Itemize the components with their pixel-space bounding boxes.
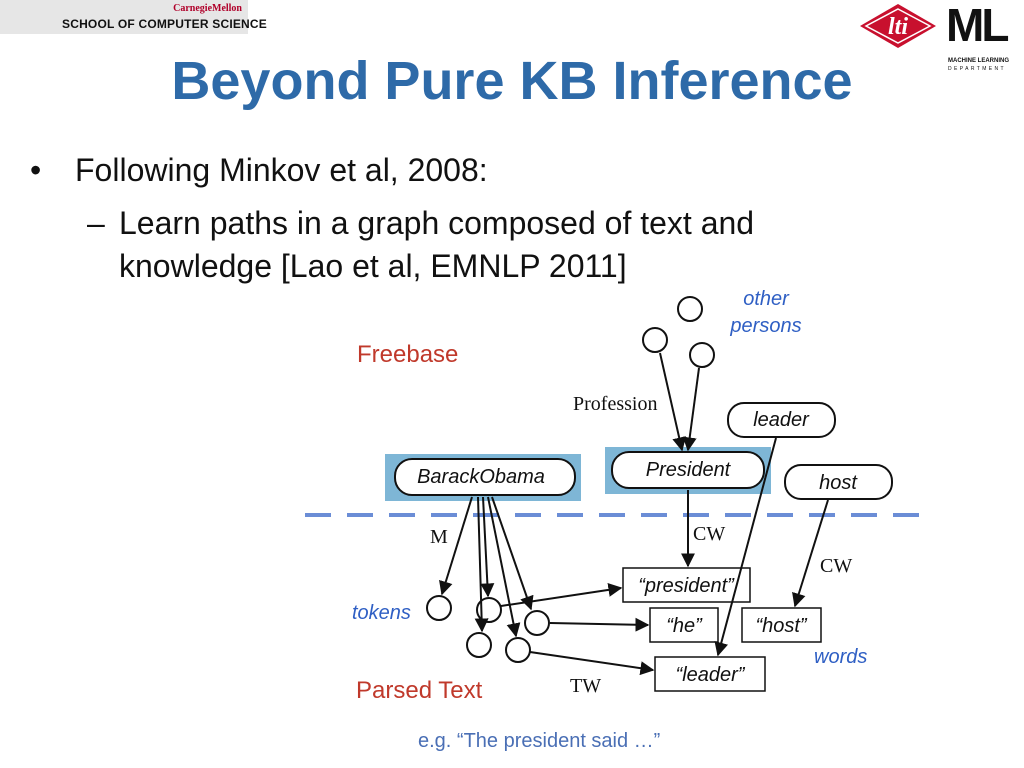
entity-node (677, 296, 703, 322)
token-node (505, 637, 531, 663)
lti-logo: lti (860, 4, 936, 48)
host-word-box (741, 607, 822, 643)
dash-glyph: – (87, 205, 105, 241)
edge-m (439, 496, 473, 596)
profession-label: Profession (573, 393, 657, 415)
edge-tw-leader (529, 651, 655, 676)
he-word-label: “he” (666, 615, 703, 637)
leader-node (727, 402, 836, 438)
host-node (784, 464, 893, 500)
host-word-label: “host” (755, 615, 807, 637)
ml-logo: ML MACHINE LEARNING DEPARTMENT (944, 0, 1020, 74)
president-word-label: “president” (638, 575, 735, 597)
ml-logo-text: ML (946, 0, 1009, 51)
example-sentence: e.g. “The president said …” (418, 730, 660, 752)
entity-node (689, 342, 715, 368)
bullet-1: • Following Minkov et al, 2008: (30, 152, 488, 189)
token-node (476, 597, 502, 623)
token-node (524, 610, 550, 636)
edge-leader (714, 437, 777, 657)
lti-logo-text: lti (888, 14, 908, 40)
tokens-label: tokens (352, 602, 411, 624)
other-persons-label-2: persons (729, 315, 801, 337)
token-node (466, 632, 492, 658)
edge-tw-president (500, 582, 623, 607)
edge-tw-he (549, 617, 650, 632)
sub-bullet-1: – Learn paths in a graph composed of tex… (87, 202, 827, 288)
he-word-box (649, 607, 719, 643)
cmu-banner: CarnegieMellon SCHOOL OF COMPUTER SCIENC… (0, 0, 267, 34)
leader-word-box (654, 656, 766, 692)
ml-logo-line2: DEPARTMENT (948, 66, 1006, 72)
host-node-label: host (819, 472, 858, 494)
words-label: words (814, 646, 867, 668)
leader-node-label: leader (753, 409, 810, 431)
sub-bullet-line-2: knowledge [Lao et al, EMNLP 2011] (119, 248, 627, 284)
leader-word-label: “leader” (676, 664, 746, 686)
cmu-wordmark: CarnegieMellon (173, 3, 242, 14)
edge-profession-2 (682, 367, 700, 452)
edge-cw-host (792, 499, 829, 608)
edge-profession-1 (659, 352, 687, 452)
president-node-label: President (646, 459, 732, 481)
bullet-glyph: • (30, 152, 42, 188)
bullet-1-text: Following Minkov et al, 2008: (75, 152, 488, 188)
freebase-label: Freebase (357, 341, 458, 368)
parsed-text-label: Parsed Text (356, 677, 483, 704)
president-word-box (622, 567, 751, 603)
sub-bullet-line-1: Learn paths in a graph composed of text … (119, 205, 755, 241)
m-edge-label: M (430, 526, 448, 548)
lti-logo-diamond (860, 4, 936, 48)
school-name: SCHOOL OF COMPUTER SCIENCE (62, 17, 267, 31)
edge-token (480, 496, 495, 598)
cw-edge-label-1: CW (693, 523, 725, 545)
barack-obama-node (394, 458, 576, 496)
edge-token (487, 496, 521, 638)
token-node (426, 595, 452, 621)
ml-logo-line1: MACHINE LEARNING (948, 58, 1009, 64)
other-persons-label-1: other (743, 288, 790, 310)
barack-obama-label: BarackObama (417, 466, 545, 488)
slide-title: Beyond Pure KB Inference (171, 51, 853, 111)
tw-edge-label: TW (570, 675, 601, 697)
cw-edge-label-2: CW (820, 555, 852, 577)
entity-node (642, 327, 668, 353)
graph-edges (439, 352, 829, 676)
lti-logo-inner (864, 8, 932, 44)
president-node (611, 451, 765, 489)
edge-token (491, 496, 534, 611)
edge-token (474, 496, 489, 633)
